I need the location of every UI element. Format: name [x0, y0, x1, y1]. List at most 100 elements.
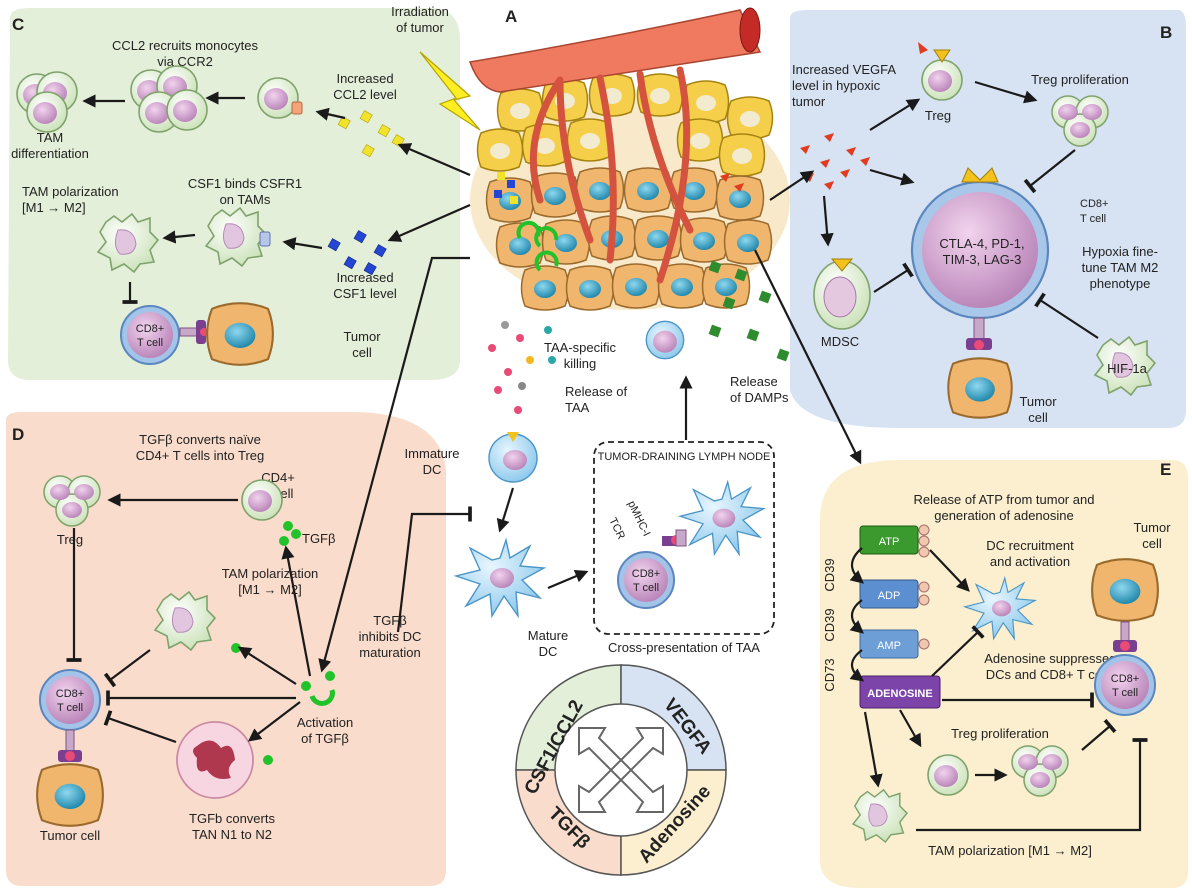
c-tumor-2: cell — [352, 345, 372, 360]
e-tumor-2: cell — [1142, 536, 1162, 551]
d-treg: Treg — [57, 532, 83, 547]
b-vegfa-triangles — [800, 133, 870, 190]
e-release-atp-2: generation of adenosine — [934, 508, 1074, 523]
b-hif-label: HIF-1a — [1107, 361, 1148, 376]
d-tgfb-dot-tan — [263, 755, 273, 765]
d-arrows — [74, 493, 312, 744]
a-damps — [708, 260, 790, 362]
e-cd8-2: T cell — [1112, 687, 1138, 699]
b-checkpoints-1: CTLA-4, PD-1, — [939, 236, 1024, 251]
e-adp-label: ADP — [878, 590, 901, 602]
e-adenosine-box: ADENOSINE — [859, 675, 941, 709]
central-arrows — [318, 143, 862, 673]
e-arrows — [849, 547, 1140, 832]
d-tan-2: TAN N1 to N2 — [192, 827, 272, 842]
c-cd8-1: CD8+ — [136, 323, 164, 335]
e-cd8-cell: CD8+ T cell — [1094, 654, 1156, 716]
a-tumor-signals — [494, 172, 744, 272]
b-tcr-mhc — [966, 317, 992, 350]
d-activation-tgfb — [301, 671, 335, 706]
a-mature-dc-1: Mature — [528, 628, 568, 643]
b-treg-cell — [918, 42, 963, 101]
e-tcr-mhc — [1113, 621, 1137, 652]
c-tumor-1: Tumor — [343, 329, 381, 344]
b-tumor-2: cell — [1028, 410, 1048, 425]
a-taa-dots — [488, 321, 556, 414]
d-activation-1: Activation — [297, 715, 353, 730]
b-cd8-2: T cell — [1080, 213, 1106, 225]
d-cd8-2: T cell — [57, 702, 83, 714]
a-release-damps-1: Release — [730, 374, 778, 389]
a-cross-presentation: Cross-presentation of TAA — [608, 640, 760, 655]
a-tcr-label: TCR — [606, 516, 627, 542]
e-cd39-1: CD39 — [822, 558, 837, 591]
a-ln-tcr — [662, 529, 687, 547]
a-lymph-node-box — [593, 441, 775, 635]
e-cd8-1: CD8+ — [1111, 673, 1139, 685]
a-ln-dc — [679, 481, 765, 555]
a-mature-dc — [455, 539, 545, 617]
c-csf1-binds-1: CSF1 binds CSFR1 — [188, 176, 302, 191]
b-vegfa-1: Increased VEGFA — [792, 62, 896, 77]
d-tgfb-inhibits-3: maturation — [359, 645, 420, 660]
b-cd8-big: CTLA-4, PD-1, TIM-3, LAG-3 — [910, 167, 1050, 320]
b-checkpoints-2: TIM-3, LAG-3 — [943, 252, 1022, 267]
e-suppress-1: Adenosine suppresses — [984, 651, 1116, 666]
blood-vessel — [468, 7, 762, 284]
b-hypoxia-1: Hypoxia fine- — [1082, 244, 1158, 259]
e-atp-label: ATP — [879, 536, 900, 548]
e-cd73: CD73 — [822, 658, 837, 691]
panel-c-letter: C — [12, 15, 24, 34]
d-cd8-1: CD8+ — [56, 688, 84, 700]
d-tgfb: TGFβ — [302, 531, 335, 546]
b-treg-label: Treg — [925, 108, 951, 123]
c-arrows — [82, 91, 346, 302]
d-cd4-cell — [241, 479, 283, 521]
a-taa-killing-1: TAA-specific — [544, 340, 616, 355]
c-tam-diff-1: TAM — [37, 130, 63, 145]
e-dc-recruit-2: and activation — [990, 554, 1070, 569]
d-tgfb-converts-1: TGFβ converts naïve — [139, 432, 261, 447]
b-treg-prolif: Treg proliferation — [1031, 72, 1129, 87]
c-tumor-cell — [206, 302, 274, 366]
c-tam-polar-2: [M1 → M2] — [22, 200, 86, 215]
a-immature-dc — [488, 432, 538, 483]
c-tam-diff-2: differentiation — [11, 146, 89, 161]
c-increased-ccl2-2: CCL2 level — [333, 87, 397, 102]
c-csf1-binds-2: on TAMs — [220, 192, 271, 207]
panel-d-letter: D — [12, 425, 24, 444]
d-cd8-cell: CD8+ T cell — [39, 669, 101, 731]
e-treg-single — [927, 754, 969, 796]
b-hypoxia-3: phenotype — [1090, 276, 1151, 291]
e-suppress-2: DCs and CD8+ T cells — [986, 667, 1115, 682]
e-adp-box: ADP — [859, 579, 930, 609]
e-amp-label: AMP — [877, 640, 901, 652]
a-ln-cd8-1: CD8+ — [632, 568, 660, 580]
a-mature-dc-2: DC — [539, 644, 558, 659]
d-tan-1: TGFb converts — [189, 811, 275, 826]
c-monocyte-ccr2 — [257, 77, 303, 119]
d-tgfb-dots — [279, 521, 301, 546]
b-cd8-1: CD8+ — [1080, 198, 1108, 210]
a-release-taa-1: Release of — [565, 384, 628, 399]
a-taa-killing-2: killing — [564, 356, 597, 371]
c-csf1-squares — [327, 230, 387, 276]
c-increased-csf1-1: Increased — [336, 270, 393, 285]
d-tan-cell — [176, 721, 254, 799]
b-mdsc-cell — [813, 258, 871, 330]
expand-arrows-icon — [578, 727, 664, 813]
c-cd8-tcell: CD8+ T cell — [120, 305, 180, 365]
e-adenosine-label: ADENOSINE — [867, 688, 932, 700]
d-tcr-mhc — [58, 729, 82, 762]
d-activation-2: of TGFβ — [301, 731, 349, 746]
lightning-icon — [419, 51, 481, 131]
e-tumor-1: Tumor — [1133, 520, 1171, 535]
d-tumor: Tumor cell — [40, 828, 100, 843]
e-release-atp-1: Release of ATP from tumor and — [914, 492, 1095, 507]
a-pmhc-label: pMHC-I — [625, 499, 652, 538]
c-tam-csfr1 — [205, 207, 271, 267]
a-immature-dc-1: Immature — [405, 446, 460, 461]
panel-a-letter: A — [505, 7, 517, 26]
a-release-damps-2: of DAMPs — [730, 390, 789, 405]
